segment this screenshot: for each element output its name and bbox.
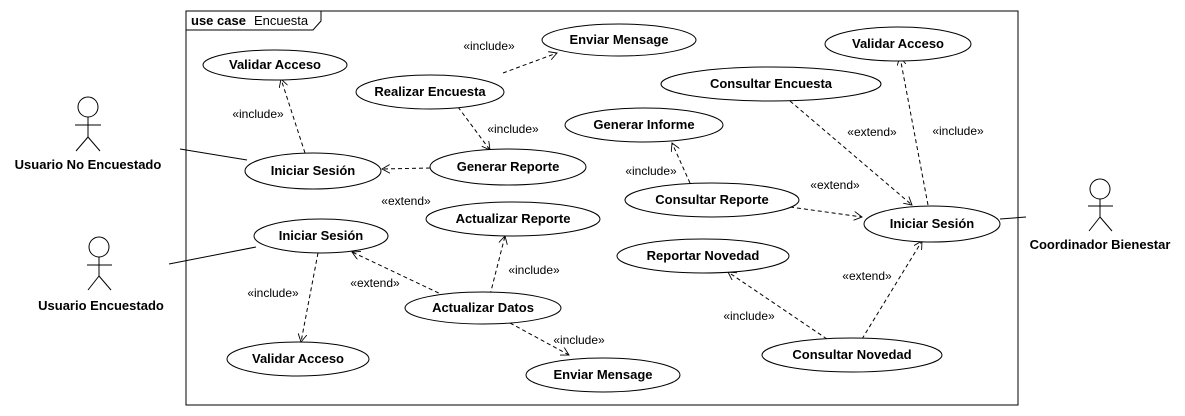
- svg-text:Validar Acceso: Validar Acceso: [852, 36, 944, 51]
- include-label: «include»: [508, 263, 560, 277]
- include-arrow: [728, 272, 828, 340]
- extend-arrow: [352, 252, 446, 297]
- generar-reporte-arrow: [382, 168, 431, 169]
- include-arrow: [457, 106, 490, 150]
- use-case-iniciar-sesion[interactable]: Iniciar Sesión: [244, 152, 382, 190]
- use-case-enviar-mensage[interactable]: Enviar Mensage: [541, 23, 697, 57]
- use-case-iniciar-sesion[interactable]: Iniciar Sesión: [253, 218, 389, 254]
- use-case-actualizar-datos[interactable]: Actualizar Datos: [404, 291, 562, 325]
- svg-text:Iniciar Sesión: Iniciar Sesión: [890, 216, 975, 231]
- actor-label: Usuario No Encuestado: [15, 157, 162, 172]
- include-arrow: [489, 236, 505, 296]
- svg-text:Generar Informe: Generar Informe: [593, 117, 694, 132]
- use-case-enviar-mensage[interactable]: Enviar Mensage: [525, 357, 681, 393]
- svg-text:Actualizar Datos: Actualizar Datos: [432, 300, 534, 315]
- frame-keyword: use case: [191, 13, 246, 28]
- include-label: «include»: [247, 286, 299, 300]
- association-line: [168, 246, 257, 265]
- frame-name: Encuesta: [254, 13, 309, 28]
- use-case-consultar-reporte[interactable]: Consultar Reporte: [624, 182, 800, 218]
- association-line: [999, 216, 1027, 220]
- svg-text:Consultar Novedad: Consultar Novedad: [792, 347, 911, 362]
- include-label: «include»: [232, 107, 284, 121]
- include-arrow: [900, 57, 929, 206]
- include-arrow: [281, 79, 306, 154]
- actor-usuario-no-encuestado[interactable]: [75, 96, 101, 152]
- extend-arrow: [789, 100, 912, 205]
- svg-text:Iniciar Sesión: Iniciar Sesión: [271, 163, 356, 178]
- svg-text:Validar Acceso: Validar Acceso: [229, 57, 321, 72]
- actor-coordinador-bienestar[interactable]: [1088, 178, 1113, 232]
- extend-label: «extend»: [381, 194, 431, 208]
- extend-label: «extend»: [350, 276, 400, 290]
- use-case-consultar-encuesta[interactable]: Consultar Encuesta: [660, 66, 882, 102]
- use-case-actualizar-reporte[interactable]: Actualizar Reporte: [425, 201, 601, 237]
- use-case-generar-reporte[interactable]: Generar Reporte: [429, 148, 587, 186]
- svg-text:Actualizar Reporte: Actualizar Reporte: [456, 211, 571, 226]
- system-frame: use case Encuesta: [185, 10, 1019, 406]
- svg-text:Validar Acceso: Validar Acceso: [252, 351, 344, 366]
- extend-label: «extend»: [847, 125, 897, 139]
- svg-text:Realizar Encuesta: Realizar Encuesta: [374, 84, 486, 99]
- actor-usuario-encuestado[interactable]: [87, 236, 112, 291]
- include-label: «include»: [932, 124, 984, 138]
- extend-label: «extend»: [842, 269, 892, 283]
- use-case-realizar-encuesta[interactable]: Realizar Encuesta: [355, 74, 505, 110]
- association-line: [179, 148, 248, 161]
- extend-arrow: [789, 206, 862, 217]
- svg-text:Consultar Reporte: Consultar Reporte: [655, 192, 768, 207]
- actor-label: Usuario Encuestado: [38, 298, 164, 313]
- include-label: «include»: [625, 164, 677, 178]
- svg-text:Generar Reporte: Generar Reporte: [457, 159, 560, 174]
- extend-label: «extend»: [810, 178, 860, 192]
- svg-text:Iniciar Sesión: Iniciar Sesión: [279, 228, 364, 243]
- use-case-validar-acceso[interactable]: Validar Acceso: [202, 49, 348, 81]
- include-arrow: [672, 143, 691, 184]
- include-arrow: [301, 252, 319, 342]
- use-case-iniciar-sesion[interactable]: Iniciar Sesión: [863, 205, 1001, 243]
- include-label: «include»: [463, 39, 515, 53]
- include-arrow: [502, 53, 557, 74]
- use-case-reportar-novedad[interactable]: Reportar Novedad: [616, 238, 790, 274]
- include-label: «include»: [723, 309, 775, 323]
- actor-label: Coordinador Bienestar: [1030, 237, 1171, 252]
- include-label: «include»: [487, 122, 539, 136]
- use-case-consultar-novedad[interactable]: Consultar Novedad: [761, 337, 943, 373]
- use-case-validar-acceso[interactable]: Validar Acceso: [824, 26, 972, 62]
- svg-text:Reportar Novedad: Reportar Novedad: [647, 248, 760, 263]
- extend-arrow: [861, 241, 922, 340]
- use-case-generar-informe[interactable]: Generar Informe: [564, 107, 724, 143]
- use-case-validar-acceso[interactable]: Validar Acceso: [226, 341, 370, 377]
- svg-text:Consultar Encuesta: Consultar Encuesta: [710, 76, 833, 91]
- include-label: «include»: [553, 333, 605, 347]
- svg-text:Enviar Mensage: Enviar Mensage: [570, 32, 669, 47]
- frame-title: use case Encuesta: [191, 12, 309, 29]
- svg-text:Enviar Mensage: Enviar Mensage: [554, 367, 653, 382]
